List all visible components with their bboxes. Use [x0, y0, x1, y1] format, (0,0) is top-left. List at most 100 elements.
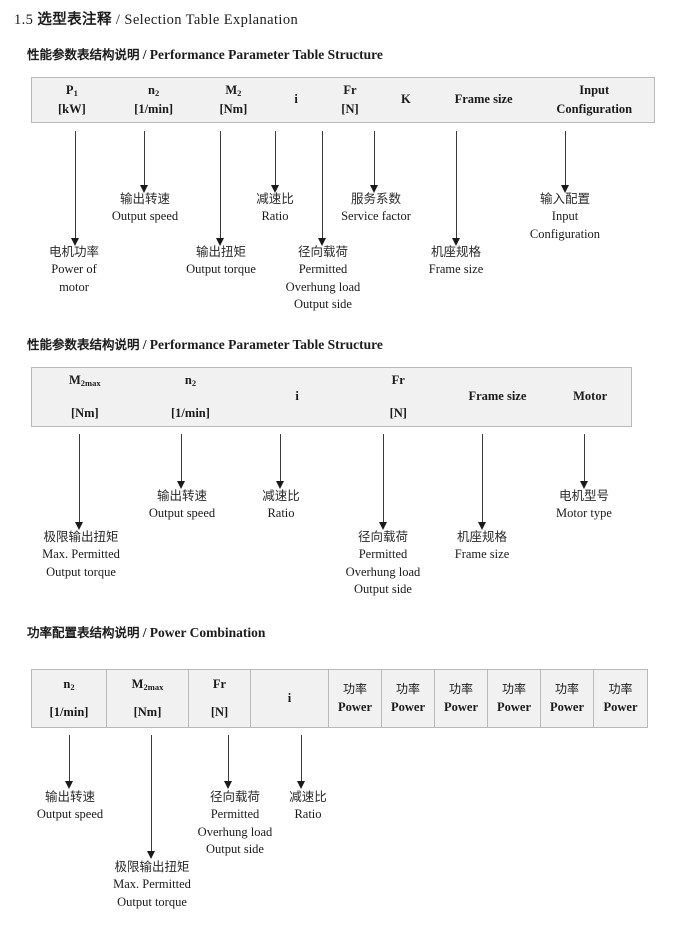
section-3-heading: 功率配置表结构说明 / Power Combination: [27, 622, 265, 641]
table2-col-fr: Fr [N]: [351, 368, 446, 426]
table1-col-fr-symbol: Fr: [343, 82, 357, 97]
callout-table1-service-factor: 服务系数 Service factor: [322, 190, 430, 226]
arrow-table1-n2: [140, 131, 148, 193]
callout-table1-ratio: 减速比 Ratio: [235, 190, 315, 226]
callout-table3-output-speed: 输出转速 Output speed: [15, 788, 125, 824]
callout-cn: 服务系数: [350, 191, 401, 206]
callout-en-1: Frame size: [454, 546, 510, 561]
power-combination-table: n2 [1/min] M2max [Nm] Fr [N] i 功率 Power …: [31, 669, 648, 728]
arrow-table3-fr: [224, 735, 232, 789]
callout-cn: 输出转速: [156, 488, 207, 503]
callout-cn: 减速比: [256, 191, 294, 206]
table3-col-power-1-cn: 功率: [342, 681, 367, 696]
arrow-table2-m2max: [75, 434, 83, 530]
section-1-heading-cn: 性能参数表结构说明: [27, 47, 140, 62]
table1-col-p1-sub: 1: [73, 87, 78, 98]
table1-col-frame-size: Frame size: [433, 78, 535, 122]
table1-col-m2-unit: [Nm]: [219, 102, 248, 116]
table3-col-power-5: 功率 Power: [541, 670, 594, 727]
table3-col-power-5-cn: 功率: [554, 681, 579, 696]
table3-col-power-1-en: Power: [337, 700, 372, 715]
arrow-table2-n2: [177, 434, 185, 489]
callout-table1-input-configuration: 输入配置 Input Configuration: [511, 190, 619, 243]
callout-cn: 径向载荷: [209, 789, 260, 804]
table3-col-power-3-en: Power: [443, 700, 478, 715]
arrow-table2-fr: [379, 434, 387, 530]
section-3-heading-en: Power Combination: [149, 625, 266, 640]
table1-col-p1: P1 [kW]: [32, 78, 112, 122]
table1-col-fr: Fr [N]: [321, 78, 379, 122]
table1-col-p1-symbol: P: [65, 82, 74, 97]
callout-en-1: Permitted: [210, 806, 260, 821]
callout-en-1: Max. Permitted: [42, 546, 120, 561]
table2-col-n2-unit: [1/min]: [171, 406, 210, 420]
section-3-heading-sep: /: [142, 625, 147, 640]
arrow-table1-p1: [71, 131, 79, 246]
table1-col-i: i: [271, 78, 321, 122]
callout-table3-max-output-torque: 极限输出扭矩 Max. Permitted Output torque: [92, 858, 212, 911]
callout-table2-max-output-torque: 极限输出扭矩 Max. Permitted Output torque: [21, 528, 141, 581]
callout-cn: 机座规格: [430, 244, 481, 259]
table3-col-power-4-en: Power: [496, 700, 531, 715]
table2-col-motor: Motor: [549, 368, 631, 426]
table3-col-power-2-cn: 功率: [395, 681, 420, 696]
arrow-table1-i: [271, 131, 279, 193]
callout-en-1: Input: [551, 208, 579, 223]
table3-col-power-4-cn: 功率: [501, 681, 526, 696]
callout-cn: 极限输出扭矩: [114, 859, 190, 874]
callout-table2-ratio: 减速比 Ratio: [241, 487, 321, 523]
callout-cn: 减速比: [289, 789, 327, 804]
callout-cn: 电机功率: [48, 244, 99, 259]
section-number: 1.5: [14, 12, 34, 28]
table1-col-p1-unit: [kW]: [57, 102, 86, 116]
callout-cn: 输入配置: [539, 191, 590, 206]
performance-parameter-table-2: M2max [Nm] n2 [1/min] i Fr [N] Frame siz…: [31, 367, 632, 427]
table2-col-fr-unit: [N]: [389, 406, 407, 420]
callout-table1-power-of-motor: 电机功率 Power of motor: [20, 243, 128, 296]
callout-en-1: Output torque: [186, 261, 256, 276]
table1-col-m2-sub: 2: [237, 87, 242, 98]
arrow-table1-m2: [216, 131, 224, 246]
performance-parameter-table-1: P1 [kW] n2 [1/min] M2 [Nm] i Fr [N] K Fr…: [31, 77, 655, 123]
callout-table3-ratio: 减速比 Ratio: [268, 788, 348, 824]
section-1-heading-sep: /: [142, 47, 147, 62]
callout-cn: 机座规格: [456, 529, 507, 544]
callout-en-2: Configuration: [529, 226, 601, 241]
table1-col-n2-sub: 2: [154, 87, 160, 98]
table3-col-power-6-en: Power: [603, 700, 638, 715]
callout-table1-overhung-load: 径向载荷 Permitted Overhung load Output side: [267, 243, 379, 314]
arrow-table3-n2: [65, 735, 73, 789]
table3-col-m2max-sub: 2max: [143, 682, 164, 693]
section-3-heading-cn: 功率配置表结构说明: [27, 625, 140, 640]
callout-table1-frame-size: 机座规格 Frame size: [402, 243, 510, 279]
table2-col-motor-label: Motor: [573, 389, 608, 404]
table3-col-i: i: [251, 670, 329, 727]
table3-col-power-4: 功率 Power: [488, 670, 541, 727]
table3-col-fr-unit: [N]: [210, 704, 229, 719]
callout-en-1: Motor type: [556, 505, 612, 520]
callout-table1-output-torque: 输出扭矩 Output torque: [166, 243, 276, 279]
table1-col-i-symbol: i: [294, 92, 298, 107]
table3-col-m2max: M2max [Nm]: [107, 670, 189, 727]
callout-cn: 径向载荷: [357, 529, 408, 544]
table3-col-n2: n2 [1/min]: [32, 670, 107, 727]
table2-col-frame-size: Frame size: [446, 368, 550, 426]
arrow-table3-i: [297, 735, 305, 789]
table2-col-i: i: [243, 368, 351, 426]
table3-col-power-3-cn: 功率: [448, 681, 473, 696]
arrow-table3-m2max: [147, 735, 155, 859]
table2-col-n2-sub: 2: [191, 377, 197, 388]
callout-en-1: Output speed: [36, 806, 104, 821]
callout-table2-frame-size: 机座规格 Frame size: [428, 528, 536, 564]
callout-en-3: Output side: [354, 582, 412, 597]
callout-cn: 输出转速: [119, 191, 170, 206]
table3-col-i-symbol: i: [287, 690, 292, 705]
table1-col-m2: M2 [Nm]: [195, 78, 271, 122]
callout-cn: 减速比: [262, 488, 300, 503]
table1-col-m2-symbol: M: [225, 82, 238, 97]
arrow-table2-frame-size: [478, 434, 486, 530]
section-2-heading-sep: /: [142, 337, 147, 352]
section-1-heading: 性能参数表结构说明 / Performance Parameter Table …: [27, 44, 383, 63]
callout-en-1: Ratio: [267, 505, 295, 520]
callout-cn: 极限输出扭矩: [43, 529, 119, 544]
